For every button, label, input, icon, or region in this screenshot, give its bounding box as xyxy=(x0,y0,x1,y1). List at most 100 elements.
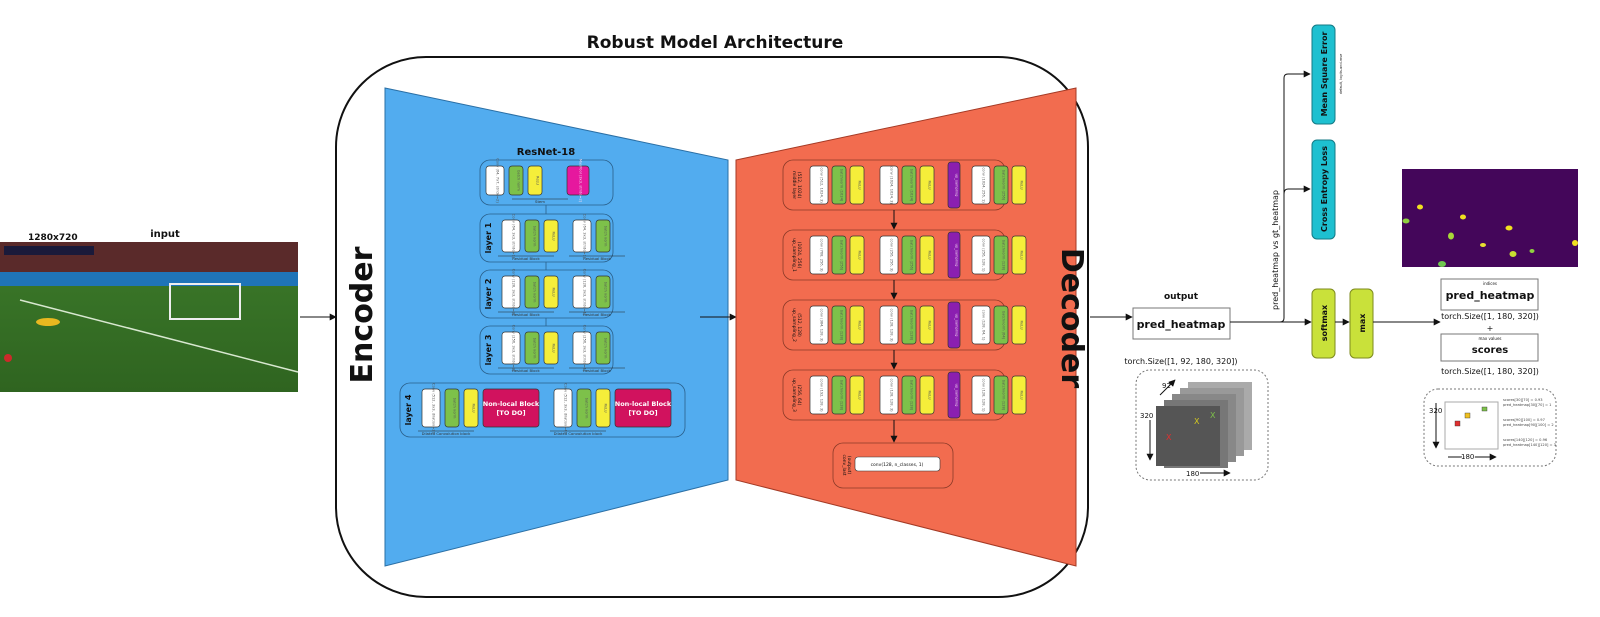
row-frame xyxy=(479,325,614,375)
block-label: batchnorm (256) xyxy=(1002,170,1006,201)
conv-block: Conv (64, 7x7, stride=2) xyxy=(485,158,505,203)
block-label: batchnorm (128) xyxy=(910,310,914,341)
conv-block: conv (512, 1024, 3) xyxy=(809,165,829,205)
decoder-label: Decoder xyxy=(1054,248,1089,388)
row-label: up_sampling_1 xyxy=(791,238,797,272)
block-label: conv (512, 1024, 3) xyxy=(820,167,824,203)
result-note: pred_heatmap[90][100] = 2 xyxy=(1503,423,1554,427)
bn-block: batch norm xyxy=(595,331,611,365)
bn-block: batch norm xyxy=(508,165,524,196)
encoder-label: Encoder xyxy=(345,246,380,383)
up-block: up_sampling xyxy=(947,231,961,279)
block-label: ReLU xyxy=(552,344,556,353)
block-label: ReLU xyxy=(552,288,556,297)
bn-block: batchnorm (128) xyxy=(831,305,847,345)
block-label: conv (384, 128, 3) xyxy=(820,308,824,342)
conv-last-block xyxy=(854,456,941,472)
row-frame xyxy=(479,213,614,263)
block-label: up_sampling xyxy=(955,244,959,267)
bn-block: batch norm xyxy=(595,219,611,253)
block-label: batch norm xyxy=(517,170,521,191)
bn-block: batchnorm (1024) xyxy=(831,165,847,205)
encoder-shape xyxy=(384,87,729,567)
result-dim-height: 320 xyxy=(1429,407,1442,415)
block-label: up_sampling xyxy=(955,314,959,337)
block-label: batchnorm (128) xyxy=(840,310,844,341)
output-size: torch.Size([1, 92, 180, 320]) xyxy=(1124,357,1237,366)
row-frame xyxy=(479,159,614,206)
row-label: (output) xyxy=(846,456,852,475)
block-label: MaxPool (3x3, stride=2) xyxy=(579,159,583,203)
block-label: Conv (64, 3x3, stride=1) xyxy=(583,214,587,259)
nonlocal-block: Non-local Block[TO DO] xyxy=(614,388,672,428)
conv-last-label: conv(128, n_classes, 1) xyxy=(871,462,924,468)
svg-text:X: X xyxy=(1194,417,1200,426)
block-label: ReLU xyxy=(1020,321,1024,330)
block-label: ReLU xyxy=(1020,181,1024,190)
nonlocal-block: Non-local Block[TO DO] xyxy=(482,388,540,428)
softmax-label: softmax xyxy=(1320,304,1329,341)
block-label: conv (128, 128, 1) xyxy=(982,378,986,412)
row-caption: Residual Block xyxy=(583,312,611,317)
block-label: batch norm xyxy=(604,226,608,247)
bn-block: batchnorm (64) xyxy=(993,305,1009,345)
result-illustration: 320 180 scores[30][70] = 0.93pred_heatma… xyxy=(1423,388,1557,467)
block-label: conv (256, 128, 1) xyxy=(982,238,986,272)
block-label: ReLU xyxy=(1020,391,1024,400)
row-caption: Residual Block xyxy=(583,256,611,261)
block-label: ReLU xyxy=(604,404,608,413)
block-label: Conv (512, 3x3, dilation=2) xyxy=(432,383,436,433)
block-label: ReLU xyxy=(1020,251,1024,260)
bn-block: batchnorm (128) xyxy=(831,375,847,415)
decoder-rows: middle layer(512, 1024)conv (512, 1024, … xyxy=(782,159,1027,489)
conv-block: Conv (512, 3x3, dilation=4) xyxy=(553,383,573,434)
row-caption: Residual Block xyxy=(512,368,540,373)
output-label: output xyxy=(1164,292,1199,302)
row-caption: Stem xyxy=(535,199,545,204)
relu-block: ReLU xyxy=(463,388,479,428)
relu-block: ReLU xyxy=(1011,375,1027,415)
decoder-row-up2: up_sampling_2(512, 128)conv (384, 128, 3… xyxy=(782,299,1027,370)
block-label: batchnorm (256) xyxy=(840,240,844,271)
conv-block: Conv (256, 3x3, stride=1) xyxy=(572,325,592,372)
row-label: conv_last xyxy=(841,454,847,475)
relu-block: ReLU xyxy=(919,375,935,415)
result-scores-name: scores xyxy=(1472,345,1508,356)
relu-block: ReLU xyxy=(543,219,559,253)
block-label: batch norm xyxy=(604,338,608,359)
row-caption: Dilated Convolution block xyxy=(554,431,604,436)
block-label: ReLU xyxy=(552,232,556,241)
block-label: up_sampling xyxy=(955,174,959,197)
relu-block: ReLU xyxy=(849,305,865,345)
block-label: batchnorm (64) xyxy=(1002,311,1006,340)
block-label: Non-local Block xyxy=(483,400,540,408)
block-label: conv (128, 64, 1) xyxy=(982,310,986,341)
row-label: up_sampling_2 xyxy=(791,308,797,342)
mse-loss-note: default, logits-and-mse xyxy=(1339,54,1343,95)
compare-label: pred_heatmap vs gt_heatmap xyxy=(1271,190,1280,310)
bn-block: batchnorm (256) xyxy=(831,235,847,275)
result-heatmap-size: torch.Size([1, 180, 320]) xyxy=(1441,312,1539,321)
row-label: layer 2 xyxy=(484,279,493,310)
up-block: up_sampling xyxy=(947,301,961,349)
encoder-backbone-title: ResNet-18 xyxy=(517,147,575,158)
block-label: batchnorm (1024) xyxy=(840,169,844,202)
max-label: max xyxy=(1358,313,1367,333)
block-label: ReLU xyxy=(858,391,862,400)
result-plus: + xyxy=(1487,324,1494,333)
maxpool-block: MaxPool (3x3, stride=2) xyxy=(566,159,590,203)
block-label: ReLU xyxy=(928,391,932,400)
predicted-heatmap-image xyxy=(1402,169,1578,267)
diagram-title: Robust Model Architecture xyxy=(587,33,844,53)
block-label: Conv (128, 3x3, stride=1) xyxy=(583,269,587,316)
row-label: (512, 1024) xyxy=(796,172,802,199)
svg-text:X: X xyxy=(1210,411,1216,420)
row-label: layer 4 xyxy=(404,394,413,425)
row-caption: Dilated Convolution block xyxy=(422,431,472,436)
bn-block: batch norm xyxy=(524,331,540,365)
row-label: (1024, 256) xyxy=(796,242,802,269)
bn-block: batch norm xyxy=(524,219,540,253)
block-label: conv (1024, 256, 1) xyxy=(982,167,986,203)
up-block: up_sampling xyxy=(947,371,961,419)
